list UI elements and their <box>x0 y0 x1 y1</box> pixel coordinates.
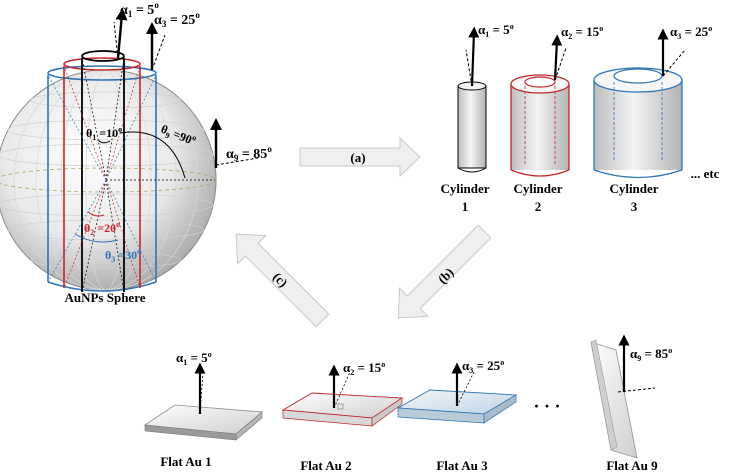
cylinder-2-label: Cylinder <box>513 181 562 196</box>
cylinder-2-alpha: α2 = 15o <box>561 24 603 41</box>
sphere-equator <box>0 167 217 193</box>
sphere-alpha9-label: α9 = 85o <box>226 144 272 163</box>
cylinder-1 <box>457 26 487 173</box>
flat-au-2-label: Flat Au 2 <box>300 458 351 473</box>
theta3-arc <box>74 233 119 243</box>
sphere-caption: AuNPs Sphere <box>64 290 145 305</box>
sphere-alpha1-arrow <box>115 8 128 59</box>
sphere-latitudes <box>0 91 214 269</box>
sphere-alpha1-ref <box>113 21 119 59</box>
sphere-angle-lines <box>47 57 215 293</box>
cylinder-2-number: 2 <box>535 199 542 214</box>
aunps-sphere <box>0 8 259 293</box>
flat-au-1-label: Flat Au 1 <box>160 454 211 469</box>
sphere-alpha1-label: α1 = 5o <box>120 0 159 19</box>
theta1-arc <box>97 139 111 144</box>
flat-au-9-alpha: α9 = 85o <box>630 346 672 363</box>
flat-au-1-alpha: α1 = 5o <box>176 350 212 367</box>
arrow-b <box>397 224 492 319</box>
cylinder-1-alpha: α1 = 5o <box>478 22 514 39</box>
flat-au-9 <box>590 334 656 459</box>
sphere-alpha3-label: α3 = 25o <box>154 10 200 29</box>
cylinder-3 <box>593 28 686 179</box>
flat-au-3-label: Flat Au 3 <box>436 458 488 473</box>
cylinders-etc: ... etc <box>691 166 720 181</box>
cylinder-3-label: Cylinder <box>609 181 658 196</box>
cylinder-3-alpha: α3 = 25o <box>670 24 712 41</box>
arrow-a: (a) <box>299 136 421 178</box>
flat-au-9-label: Flat Au 9 <box>606 458 658 473</box>
flat-au-2-alpha: α2 = 15o <box>343 360 385 377</box>
sphere-theta1-label: θ1 =10o <box>86 125 122 142</box>
arrow-c <box>235 233 330 328</box>
sphere-cylinder-blue <box>47 65 157 292</box>
sphere-theta2-label: θ2 =20o <box>84 220 120 237</box>
arrow-a-label: (a) <box>350 150 365 165</box>
flat-dots: · · · <box>533 396 560 416</box>
theta9-arc <box>119 131 186 179</box>
cylinder-3-number: 3 <box>631 199 638 214</box>
sphere-cylinder-black <box>81 50 125 292</box>
cylinder-1-label: Cylinder <box>440 181 489 196</box>
theta2-arc <box>87 211 105 217</box>
flat-au-3 <box>396 362 518 424</box>
sphere-alpha3-ref <box>151 34 166 71</box>
flat-au-1 <box>143 362 263 441</box>
sphere-alpha9-ref <box>215 157 259 166</box>
flat-au-3-alpha: α3 = 25o <box>462 358 504 375</box>
sphere-theta3-label: θ3 =30o <box>105 247 141 264</box>
cylinder-1-number: 1 <box>462 199 469 214</box>
flat-au-2 <box>281 364 404 427</box>
cylinder-2 <box>510 34 570 177</box>
sphere-cylinder-red <box>63 57 141 288</box>
